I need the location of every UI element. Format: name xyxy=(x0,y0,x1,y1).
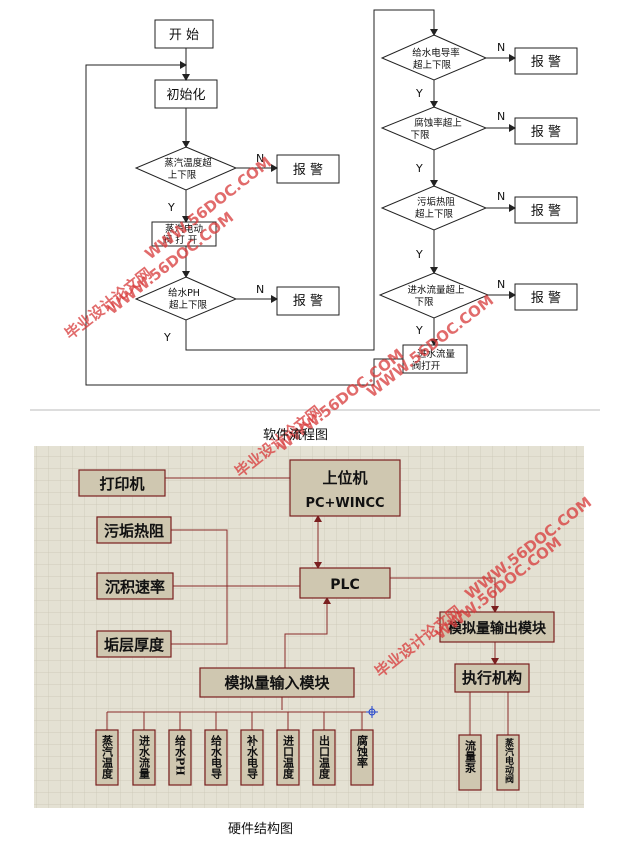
fc-start-label: 开 始 xyxy=(169,28,199,43)
fc-alarm-box-4 xyxy=(514,117,578,145)
fc-inflow-label-1: 进水流量超上 xyxy=(407,284,465,296)
hw-input-label-6: 进口温度 xyxy=(282,734,295,780)
software-flowchart-caption: 软件流程图 xyxy=(263,428,329,443)
fc-inflow-valve-box xyxy=(402,344,468,374)
hw-fouling-label: 污垢热阻 xyxy=(104,522,164,540)
hw-input-label-2: 进水流量 xyxy=(138,734,151,779)
hw-input-label-5: 补水电导 xyxy=(246,734,260,780)
hw-output-box-2 xyxy=(496,734,520,791)
cursor-cross-marker xyxy=(366,706,378,718)
hw-actuator-label: 执行机构 xyxy=(462,669,522,687)
fc-init-box xyxy=(154,79,218,109)
fc-alarm-label-4: 报 警 xyxy=(531,124,561,140)
fc-fouling-label-1: 污垢热阻 xyxy=(417,196,456,208)
fc-no-label-4: N xyxy=(497,110,505,123)
hw-input-box-6 xyxy=(276,729,300,786)
hw-analog-output-label: 模拟量输出模块 xyxy=(448,620,547,637)
hw-input-label-7: 出口温度 xyxy=(318,734,331,780)
hw-printer-box xyxy=(78,469,166,497)
fc-inflow-valve-label-1: 进水流量 xyxy=(417,348,456,360)
fc-alarm-label-3: 报 警 xyxy=(531,54,561,70)
fc-alarm-label-2: 报 警 xyxy=(293,293,323,309)
hw-input-label-8: 腐蚀率 xyxy=(356,734,370,769)
hw-input-box-8 xyxy=(350,729,374,786)
fc-steam-temp-label-2: 上下限 xyxy=(168,170,197,181)
fc-feed-ph-label-1: 给水PH xyxy=(168,287,200,299)
fc-no-label-5: N xyxy=(497,190,505,203)
hw-plc-label: PLC xyxy=(330,577,359,593)
fc-alarm-box-5 xyxy=(514,196,578,224)
hardware-diagram-caption: 硬件结构图 xyxy=(228,822,294,837)
fc-alarm-label-5: 报 警 xyxy=(531,203,561,219)
fc-yes-label-1: Y xyxy=(167,201,175,214)
fc-fouling-label-2: 超上下限 xyxy=(415,208,454,220)
fc-steam-temp-label-1: 蒸汽温度超 xyxy=(164,157,212,169)
fc-yes-label-4: Y xyxy=(415,162,423,175)
hw-host-subtitle: PC+WINCC xyxy=(305,496,384,511)
fc-inflow-valve-label-2: 阀打开 xyxy=(412,360,441,372)
fc-yes-label-2: Y xyxy=(163,331,171,344)
hw-input-label-1: 蒸汽温度 xyxy=(101,734,114,780)
flowchart-labels: 开 始 初始化 蒸汽温度超 上下限 报 警 蒸汽电动 阀 打 开 给水PH 超上… xyxy=(163,28,561,372)
fc-feed-cond-label-1: 给水电导率 xyxy=(412,47,460,59)
fc-corrosion-label-1: 腐蚀率超上 xyxy=(414,117,462,129)
fc-no-label-1: N xyxy=(256,152,264,165)
hw-printer-label: 打印机 xyxy=(99,475,144,493)
fc-alarm-label-1: 报 警 xyxy=(293,162,323,178)
fc-corrosion-label-2: 下限 xyxy=(410,130,430,141)
fc-feed-ph-label-2: 超上下限 xyxy=(169,299,208,311)
hardware-diagram: 打印机 上位机 PC+WINCC 污垢热阻 沉积速率 垢层厚度 PLC 模拟量输… xyxy=(34,446,584,808)
hw-scale-label: 垢层厚度 xyxy=(104,636,165,654)
fc-start-box xyxy=(154,19,214,49)
fc-no-label-2: N xyxy=(256,283,264,296)
hw-input-box-7 xyxy=(312,729,336,786)
hw-input-label-4: 给水电导 xyxy=(210,734,223,780)
fc-alarm-label-6: 报 警 xyxy=(531,290,561,306)
hw-input-box-2 xyxy=(132,729,156,786)
hw-deposition-box xyxy=(96,572,174,600)
hw-plc-box xyxy=(299,567,391,599)
hw-analog-input-box xyxy=(199,667,355,698)
software-flowchart xyxy=(85,9,578,386)
fc-steam-valve-box xyxy=(151,221,217,247)
hw-host-box xyxy=(289,459,401,517)
fc-yes-label-5: Y xyxy=(415,248,423,261)
fc-alarm-box-3 xyxy=(514,47,578,75)
hw-input-box-5 xyxy=(240,729,264,786)
fc-yes-label-6: Y xyxy=(415,324,423,337)
fc-steam-valve-label-2: 阀 打 开 xyxy=(163,234,198,246)
fc-inflow-label-2: 下限 xyxy=(414,297,434,308)
hw-analog-output-box xyxy=(439,611,555,643)
fc-steam-valve-label-1: 蒸汽电动 xyxy=(165,223,203,235)
hw-output-box-1 xyxy=(458,734,482,791)
hw-input-box-4 xyxy=(204,729,228,786)
hw-output-label-2: 蒸汽电动阀 xyxy=(503,737,514,784)
hw-scale-box xyxy=(96,630,172,658)
fc-no-label-6: N xyxy=(497,278,505,291)
hw-output-label-1: 流量泵 xyxy=(464,739,477,774)
hw-actuator-box xyxy=(454,663,530,693)
fc-init-label: 初始化 xyxy=(166,88,205,103)
fc-no-label-3: N xyxy=(497,41,505,54)
hw-input-label-3: 给水PH xyxy=(174,734,187,776)
hw-host-title: 上位机 xyxy=(322,469,367,487)
fc-feed-cond-label-2: 超上下限 xyxy=(413,59,452,71)
hw-input-box-3 xyxy=(168,729,192,786)
hw-input-box-1 xyxy=(95,729,119,786)
hw-deposition-label: 沉积速率 xyxy=(105,578,165,596)
fc-fouling-diamond xyxy=(380,185,488,231)
hw-analog-input-label: 模拟量输入模块 xyxy=(224,674,330,692)
hw-fouling-box xyxy=(96,516,172,544)
fc-yes-label-3: Y xyxy=(415,87,423,100)
